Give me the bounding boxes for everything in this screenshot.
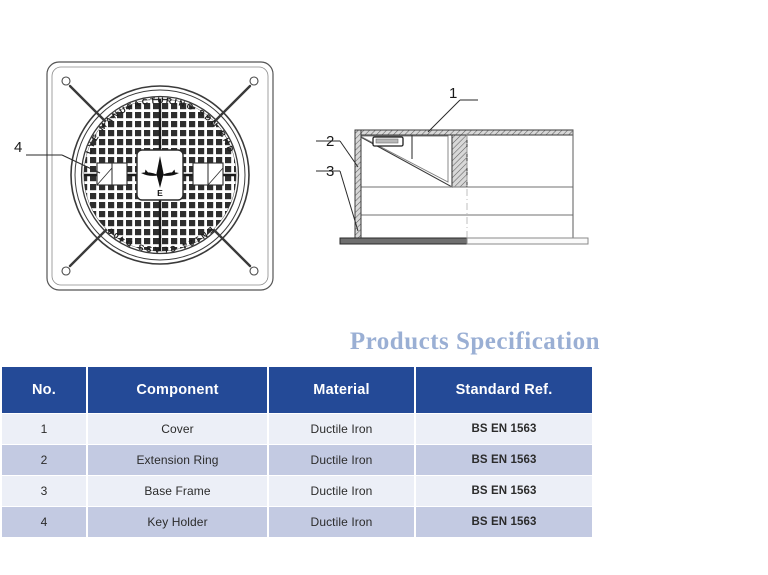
cell-standard: BS EN 1563: [416, 476, 592, 506]
cover-section-detail: [356, 134, 468, 188]
callout-2-leader: [316, 140, 359, 168]
products-specification-table: No. Component Material Standard Ref. 1 C…: [0, 366, 594, 538]
manhole-cover-plan-view: LYE MANUFACTURING SDN BHD EN124 CLASS D4…: [26, 61, 274, 291]
cover-slab: [354, 129, 574, 136]
column-header-no: No.: [2, 367, 86, 413]
cell-material: Ductile Iron: [269, 445, 414, 475]
callout-label-4: 4: [14, 139, 23, 156]
cell-no: 4: [2, 507, 86, 537]
manhole-cover-section-view: [316, 99, 589, 245]
cell-standard: BS EN 1563: [416, 507, 592, 537]
callout-label-3: 3: [326, 163, 335, 180]
key-holder-slot-right: [192, 162, 224, 186]
frame-outline: [46, 61, 274, 291]
callout-label-2: 2: [326, 133, 335, 150]
cell-no: 1: [2, 414, 86, 444]
column-header-material: Material: [269, 367, 414, 413]
table-row: 1 Cover Ductile Iron BS EN 1563: [2, 414, 592, 444]
cell-standard: BS EN 1563: [416, 414, 592, 444]
callout-label-1: 1: [449, 85, 458, 102]
column-header-component: Component: [88, 367, 267, 413]
cell-no: 3: [2, 476, 86, 506]
table-row: 2 Extension Ring Ductile Iron BS EN 1563: [2, 445, 592, 475]
brand-emblem-letter: E: [157, 188, 163, 198]
extension-ring: [355, 186, 573, 216]
cell-component: Cover: [88, 414, 267, 444]
cell-no: 2: [2, 445, 86, 475]
callout-4-leader: [26, 154, 101, 174]
table-row: 4 Key Holder Ductile Iron BS EN 1563: [2, 507, 592, 537]
cell-material: Ductile Iron: [269, 476, 414, 506]
table-row: 3 Base Frame Ductile Iron BS EN 1563: [2, 476, 592, 506]
cell-component: Base Frame: [88, 476, 267, 506]
cell-material: Ductile Iron: [269, 507, 414, 537]
page-title: Products Specification: [349, 328, 600, 355]
brand-emblem-icon: [141, 156, 179, 188]
cell-component: Key Holder: [88, 507, 267, 537]
base-flange: [339, 237, 589, 245]
callout-3-leader: [316, 170, 359, 232]
callout-1-leader: [427, 99, 478, 133]
center-logo-plate: E: [136, 149, 184, 201]
cell-component: Extension Ring: [88, 445, 267, 475]
corner-ribs: [68, 84, 252, 268]
table-header-row: No. Component Material Standard Ref.: [2, 367, 592, 413]
bolt-holes: [61, 76, 259, 276]
cell-standard: BS EN 1563: [416, 445, 592, 475]
cell-material: Ductile Iron: [269, 414, 414, 444]
key-holder-slot-left: [96, 162, 128, 186]
column-header-standard: Standard Ref.: [416, 367, 592, 413]
